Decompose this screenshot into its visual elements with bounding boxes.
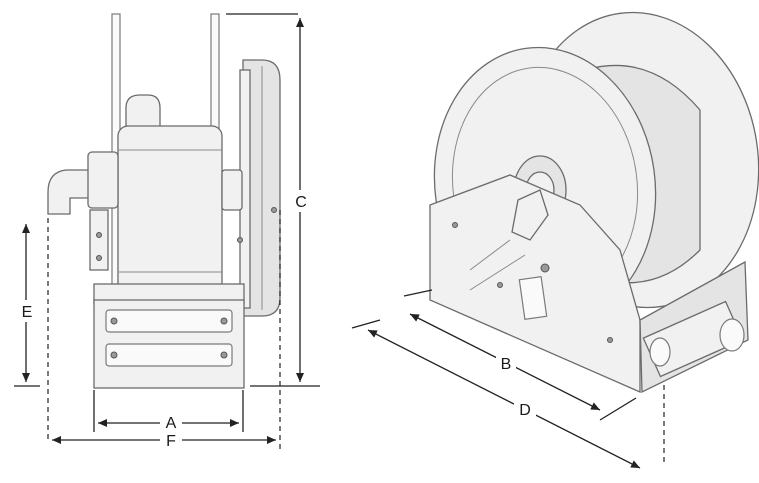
side-view-dimensions — [14, 13, 320, 450]
side-swivel-body — [87, 151, 119, 209]
iso-view-reel — [429, 11, 759, 394]
iso-motor-end — [719, 318, 745, 352]
iso-swivel-elbow — [511, 189, 549, 241]
dimension-label-d: D — [519, 402, 531, 419]
dimension-d-line — [367, 329, 641, 469]
dimension-label-f: F — [166, 433, 176, 450]
dimension-label-b: B — [501, 356, 512, 373]
side-top-housing — [125, 94, 161, 129]
dimension-label-c: C — [295, 194, 307, 211]
side-swivel-elbow — [47, 169, 91, 215]
side-hub — [221, 169, 243, 211]
dimension-label-a: A — [166, 415, 177, 432]
side-base-slot-lower — [105, 343, 233, 367]
side-bracket — [89, 209, 109, 271]
side-base-slot-upper — [105, 309, 233, 333]
side-view-reel — [47, 13, 281, 389]
dimension-label-e: E — [22, 304, 33, 321]
iso-view-dimensions — [351, 289, 665, 469]
iso-plate-slot — [518, 275, 548, 321]
side-drum — [117, 125, 223, 297]
